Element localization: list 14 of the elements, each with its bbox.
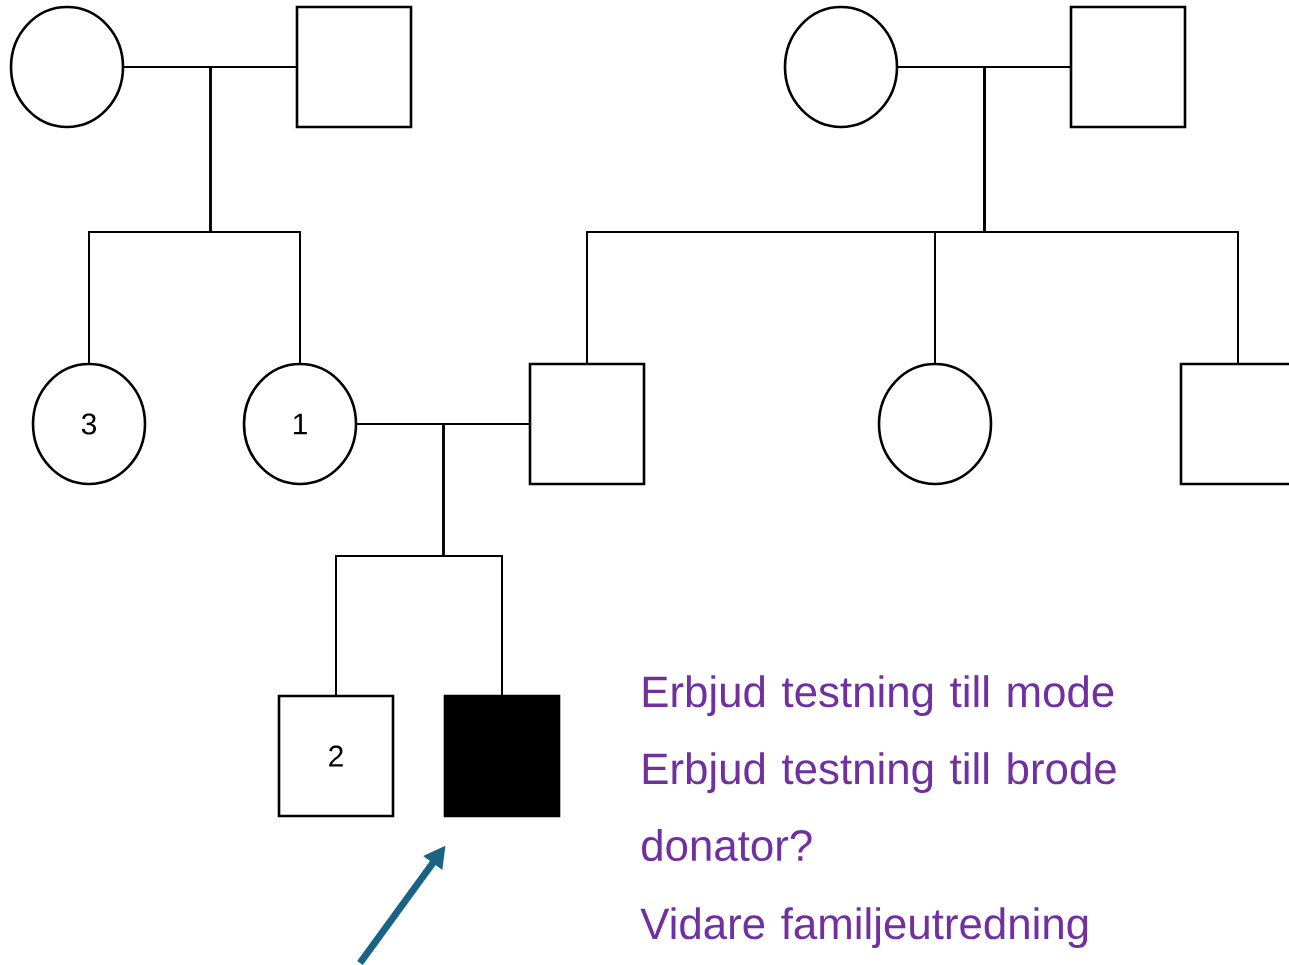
pedigree-circle [877,362,993,486]
pedigree-square [528,362,646,486]
pedigree-square: 2 [277,694,395,818]
note-text: Vidare familjeutredning [640,907,1088,949]
pedigree-square [295,5,413,129]
descent-line [983,66,1239,364]
descent-line [209,66,301,364]
pedigree-circle [9,5,125,129]
filled-square [443,694,561,818]
note-text: Erbjud testning till brode donator? [642,752,1116,862]
descent-line [442,423,530,696]
note-text: Erbjud testning till mode [643,675,1114,717]
pedigree-circle [783,5,899,129]
pedigree-square [1069,5,1187,129]
